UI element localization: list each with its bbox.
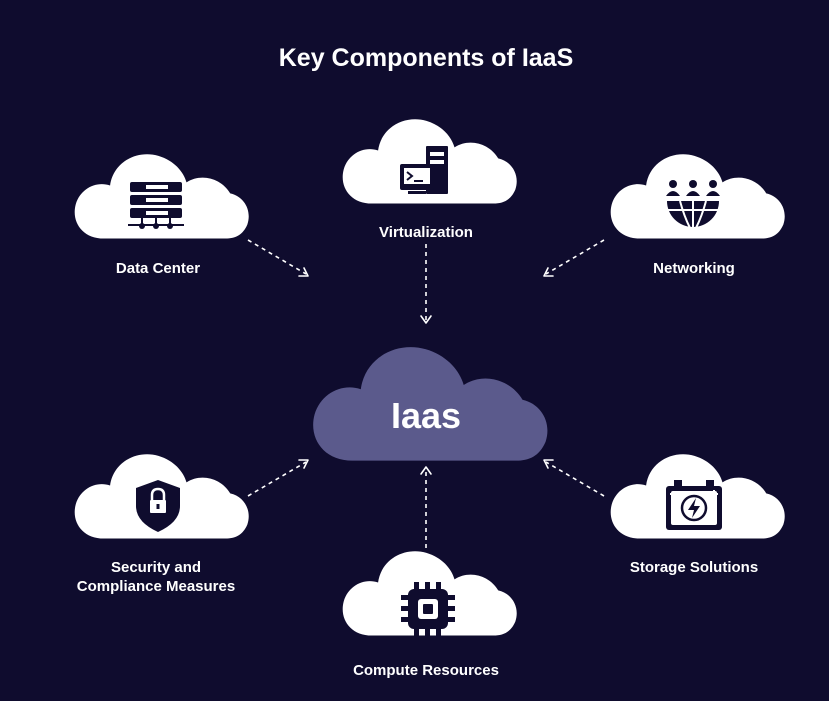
- arrow-security: [247, 461, 307, 497]
- cpu-chip-icon: [401, 582, 455, 636]
- diagram-title: Key Components of IaaS: [279, 44, 574, 72]
- lock-shield-icon: [136, 480, 180, 532]
- network-globe-icon: [666, 180, 720, 229]
- center-node: Iaas: [313, 347, 548, 461]
- label-data-center: Data Center: [116, 260, 200, 277]
- server-rack-icon: [128, 182, 184, 229]
- label-compute: Compute Resources: [353, 662, 499, 679]
- arrowhead-storage: [543, 459, 554, 469]
- arrow-storage: [545, 461, 605, 497]
- node-storage: Storage Solutions: [610, 454, 785, 576]
- label-networking: Networking: [653, 260, 735, 277]
- node-networking: Networking: [610, 154, 785, 277]
- arrowhead-compute: [420, 466, 432, 475]
- arrowhead-data-center: [298, 267, 309, 277]
- label-security-line-2: Compliance Measures: [77, 578, 235, 595]
- label-security-line-1: Security and: [111, 559, 201, 576]
- label-virtualization: Virtualization: [379, 224, 473, 241]
- node-security: Security and Compliance Measures: [74, 454, 249, 595]
- node-data-center: Data Center: [74, 154, 249, 277]
- arrow-networking: [545, 239, 605, 275]
- arrowhead-networking: [543, 267, 554, 277]
- node-compute: Compute Resources: [342, 551, 517, 679]
- arrow-data-center: [247, 239, 307, 275]
- connectors: [247, 239, 605, 548]
- label-storage: Storage Solutions: [630, 559, 758, 576]
- terminal-server-icon: [400, 146, 448, 194]
- arrowhead-virtualization: [420, 315, 432, 324]
- battery-bolt-icon: [666, 480, 722, 530]
- node-virtualization: Virtualization: [342, 119, 517, 241]
- center-label: Iaas: [391, 395, 461, 436]
- arrowhead-security: [298, 459, 309, 469]
